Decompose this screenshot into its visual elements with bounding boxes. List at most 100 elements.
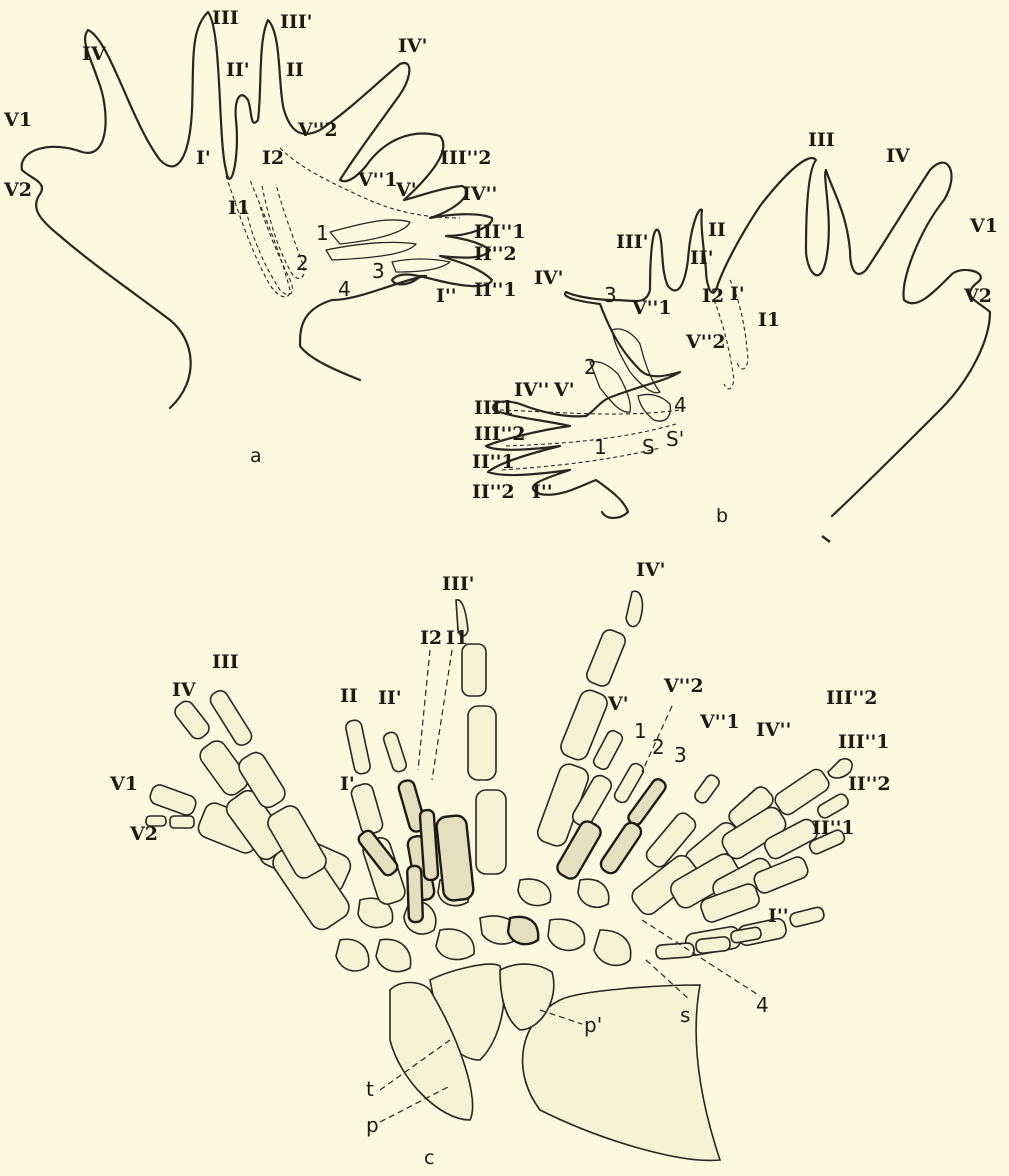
- bone-c-carpal-4: [508, 917, 538, 944]
- label-c-V-dprime-1: V''1: [699, 711, 740, 733]
- label-c-IV-dprime: IV'': [756, 719, 791, 741]
- label-b-V1: V1: [969, 215, 998, 237]
- bone-c-I2: [407, 866, 423, 922]
- num-c-4: 4: [756, 993, 769, 1017]
- panel-b-letter: b: [716, 505, 728, 527]
- bone-c-IVp-tip: [626, 591, 642, 626]
- bone-c-Vp-1: [592, 729, 625, 772]
- label-b-V-prime: V': [553, 379, 575, 401]
- label-c-II-prime: II': [378, 687, 402, 709]
- panel-b-hand-outline: [486, 158, 990, 518]
- label-c-III-dprime-1: III''1: [838, 731, 890, 753]
- num-c-1: 1: [634, 719, 647, 743]
- label-a-III-dprime-1: III''1: [474, 221, 526, 243]
- label-c-II-dprime-1: II''1: [812, 817, 855, 839]
- label-a-III-dprime-2: III''2: [440, 147, 492, 169]
- panel-a-hand-outline: [22, 12, 492, 408]
- label-a-III-prime: III': [280, 11, 312, 33]
- panel-b: III IV V1 V2 III' II II' I2 I' I1 IV' V'…: [472, 129, 998, 542]
- label-b-I1: I1: [758, 309, 780, 331]
- bone-c-II-2: [350, 782, 385, 836]
- bone-c-Idp-3: [656, 943, 695, 960]
- label-b-V2: V2: [963, 285, 992, 307]
- label-b-II-dprime-1: II''1: [472, 451, 515, 473]
- num-c-2: 2: [652, 735, 665, 759]
- label-c-III: III: [212, 651, 239, 673]
- label-b-IV: IV: [886, 145, 911, 167]
- label-b-II-prime: II': [690, 247, 714, 269]
- bone-c-carpal-5: [548, 919, 585, 950]
- panel-b-mark: [822, 536, 830, 542]
- bone-c-IVp-1: [584, 628, 627, 689]
- label-c-IV-prime: IV': [636, 559, 665, 581]
- num-b-2: 2: [584, 355, 597, 379]
- label-a-III: III: [212, 7, 239, 29]
- bone-c-carpal-2: [436, 929, 474, 959]
- label-c-t: t: [366, 1077, 374, 1101]
- panel-c: III' IV' IV III II II' I2 I1 I' V1 V2 V'…: [109, 559, 891, 1169]
- leader-c-I2: [418, 650, 430, 770]
- num-a-2: 2: [296, 251, 309, 275]
- label-b-IV-dprime: IV'': [514, 379, 549, 401]
- num-b-1: 1: [594, 435, 607, 459]
- label-a-II-dprime-1: II''1: [474, 279, 517, 301]
- label-c-V1: V1: [109, 773, 138, 795]
- label-b-I-dprime: I'': [532, 481, 553, 503]
- label-b-III1: III1: [474, 397, 514, 419]
- panel-a-lower-digit-2: [326, 242, 416, 260]
- panel-c-letter: c: [424, 1147, 434, 1169]
- bone-c-IV-1: [172, 698, 212, 742]
- label-b-I-prime: I': [730, 283, 745, 305]
- label-c-III-prime: III': [442, 573, 474, 595]
- label-c-I-prime: I': [340, 773, 355, 795]
- bone-c-d3: [598, 820, 644, 876]
- bone-c-carpal-7: [336, 939, 369, 971]
- label-b-II-dprime-2: II''2: [472, 481, 515, 503]
- label-a-IV-dprime: IV'': [462, 183, 497, 205]
- bone-c-IIp-1: [382, 731, 408, 773]
- label-b-III-prime: III': [616, 231, 648, 253]
- num-a-3: 3: [372, 259, 385, 283]
- label-c-p-prime: p': [584, 1013, 602, 1037]
- bone-c-carpal-10: [578, 879, 609, 907]
- bone-c-V1-1: [148, 783, 198, 818]
- bone-c-IIdp1-1: [789, 906, 825, 928]
- label-a-IV-prime: IV': [398, 35, 427, 57]
- label-c-I-dprime: I'': [768, 905, 789, 927]
- label-c-p: p: [366, 1113, 379, 1137]
- num-b-3: 3: [604, 283, 617, 307]
- label-b-III: III: [808, 129, 835, 151]
- label-c-V2: V2: [129, 823, 158, 845]
- label-b-V-dprime-2: V''2: [685, 331, 726, 353]
- bone-c-IIIdp1-1: [816, 792, 851, 820]
- label-a-V1: V1: [3, 109, 32, 131]
- label-a-I-prime: I': [196, 147, 211, 169]
- panel-a-letter: a: [250, 445, 262, 467]
- bone-c-carpal-11: [518, 879, 551, 905]
- bone-c-IIIp-3: [476, 790, 506, 874]
- panel-c-left-digits: [146, 600, 506, 934]
- bone-c-IIIp-2: [468, 706, 496, 780]
- label-a-V2: V2: [3, 179, 32, 201]
- label-c-III-dprime-2: III''2: [826, 687, 878, 709]
- bone-c-III-1: [207, 688, 254, 748]
- num-b-4: 4: [674, 393, 687, 417]
- label-c-IV: IV: [172, 679, 197, 701]
- bone-c-s: [594, 930, 631, 965]
- num-a-4: 4: [338, 277, 351, 301]
- label-a-II-prime: II': [226, 59, 250, 81]
- num-a-1: 1: [316, 221, 329, 245]
- label-c-V-prime: V': [607, 693, 629, 715]
- bone-c-Vdp1-1: [693, 773, 722, 805]
- bone-c-Idp-2: [695, 936, 730, 953]
- label-b-I2: I2: [702, 285, 724, 307]
- label-b-III-dprime-2: III''2: [474, 423, 526, 445]
- panel-a-lower-digit-3: [392, 259, 450, 272]
- label-c-s: s: [680, 1003, 690, 1027]
- label-a-I2: I2: [262, 147, 284, 169]
- panel-a-numbers: 1 2 3 4: [296, 221, 385, 301]
- panel-a: IV III III' II' II IV' V1 V2 I' V''2 I2 …: [3, 7, 526, 467]
- panel-b-digit-4: [638, 394, 670, 421]
- label-b-V-dprime-1: V''1: [631, 297, 672, 319]
